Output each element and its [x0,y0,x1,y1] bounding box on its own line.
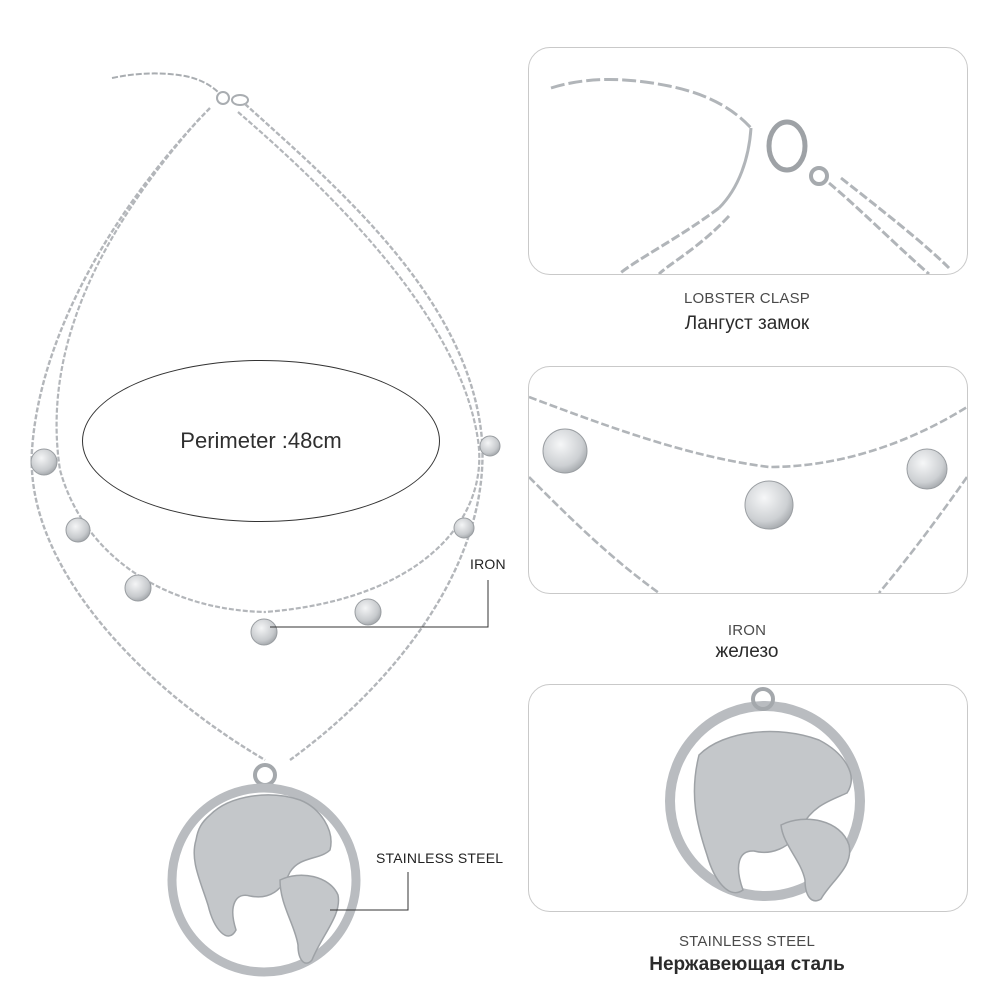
perimeter-label: Perimeter :48cm [82,360,440,522]
detail-panel-clasp [528,47,968,275]
caption-iron-ru: железо [715,641,779,662]
caption-clasp-en: LOBSTER CLASP [684,290,810,307]
pendant-closeup [665,687,865,902]
caption-steel: STAINLESS STEEL Нержавеющая сталь [528,933,966,976]
caption-clasp-ru: Лангуст замок [684,313,810,334]
short-chain [55,111,481,614]
world-map-pendant [167,763,361,977]
caption-iron-en: IRON [727,622,767,639]
callout-stainless-steel: STAINLESS STEEL [376,850,504,866]
callout-iron: IRON [470,556,506,572]
caption-steel-ru: Нержавеющая сталь [649,954,845,975]
callout-lines [270,580,489,911]
coin-chain-closeup [529,395,967,593]
caption-iron: IRON железо [528,622,966,663]
caption-steel-en: STAINLESS STEEL [678,933,816,950]
caption-clasp: LOBSTER CLASP Лангуст замок [528,290,966,335]
extender-chain [111,72,249,106]
detail-panel-steel [528,684,968,912]
detail-panel-iron [528,366,968,594]
coin-charms [30,435,501,646]
clasp-closeup [550,78,951,274]
